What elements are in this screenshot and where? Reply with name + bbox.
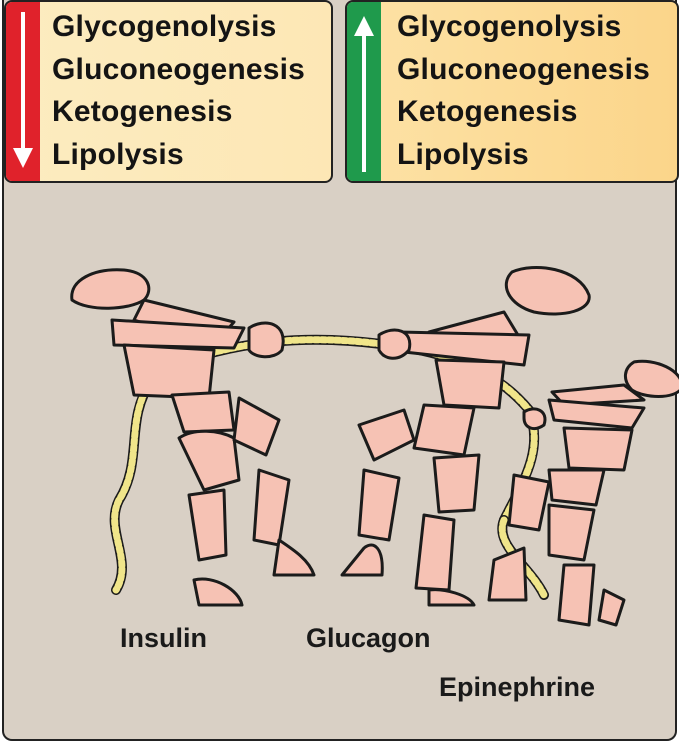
increase-term: Gluconeogenesis [397, 52, 651, 86]
increase-box: Glycogenolysis Gluconeogenesis Ketogenes… [345, 0, 679, 183]
increase-terms-list: Glycogenolysis Gluconeogenesis Ketogenes… [397, 6, 650, 176]
increase-term: Glycogenolysis [397, 10, 622, 43]
decrease-term: Gluconeogenesis [52, 52, 306, 86]
increase-term: Lipolysis [397, 137, 529, 171]
decrease-term: Lipolysis [52, 137, 184, 171]
green-stripe [347, 2, 381, 181]
insulin-figure [70, 268, 316, 607]
insulin-label: Insulin [120, 623, 207, 653]
decrease-term: Glycogenolysis [52, 10, 277, 43]
epinephrine-label: Epinephrine [439, 672, 596, 702]
red-stripe [6, 2, 40, 181]
down-arrow-icon [13, 12, 33, 168]
epinephrine-figure [487, 359, 679, 627]
decrease-box: Glycogenolysis Gluconeogenesis Ketogenes… [4, 0, 333, 183]
decrease-terms-list: Glycogenolysis Gluconeogenesis Ketogenes… [52, 6, 305, 176]
up-arrow-icon [354, 16, 374, 172]
increase-term: Ketogenesis [397, 95, 578, 128]
glucagon-label: Glucagon [306, 623, 431, 653]
decrease-term: Ketogenesis [52, 95, 233, 128]
figures-illustration [70, 265, 679, 627]
glucagon-figure [340, 265, 591, 607]
